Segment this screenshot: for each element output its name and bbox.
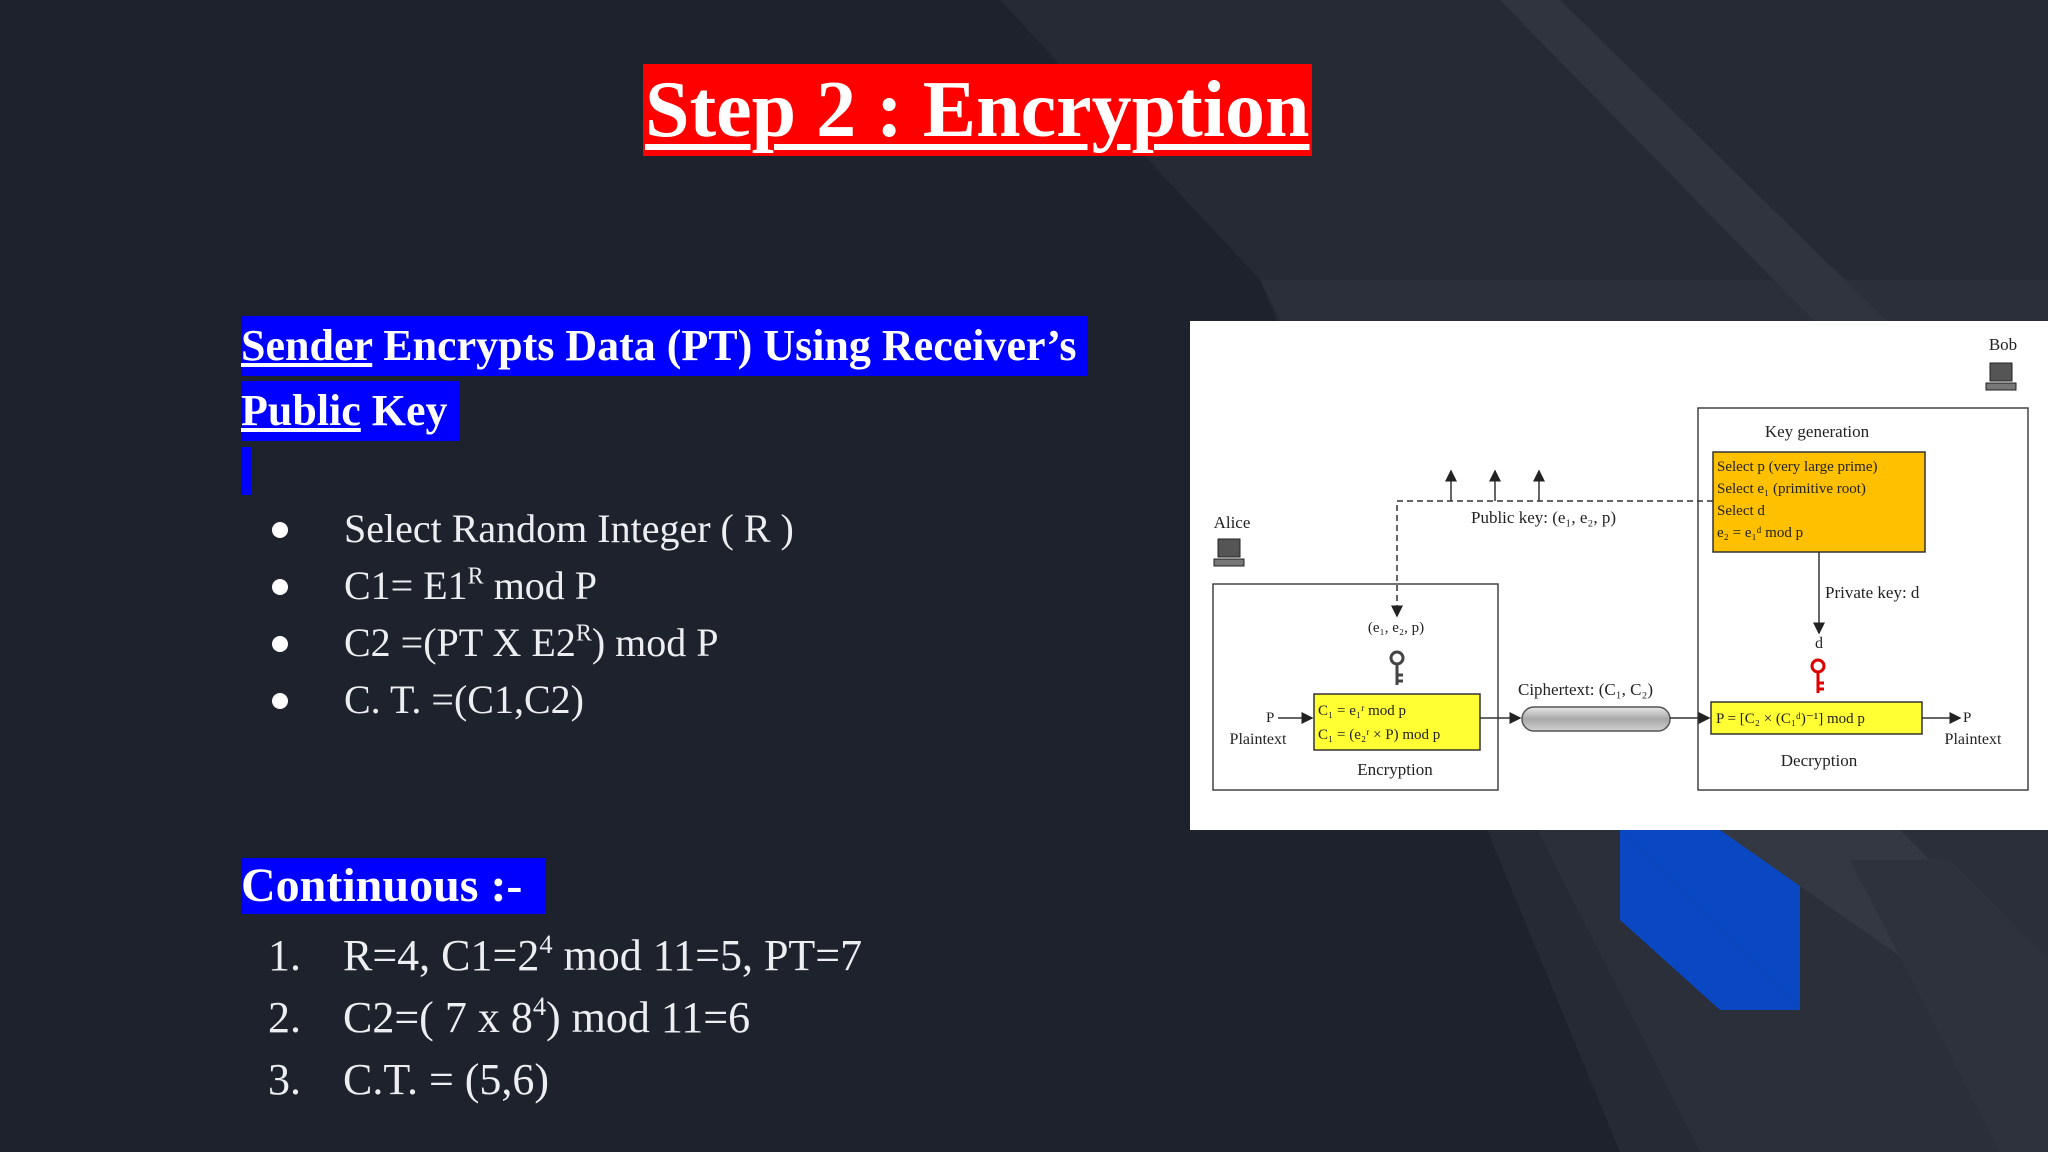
step-number: 1. <box>268 931 301 980</box>
encryption-label: Encryption <box>1357 760 1433 779</box>
public-key-label: Public key: (e₁, e₂, p) <box>1471 508 1616 527</box>
p-left: P <box>1266 710 1274 726</box>
step-text: R=4, C1=24 mod 11=5, PT=7 <box>343 928 863 980</box>
encryption-formula-box <box>1313 693 1481 751</box>
bob-box <box>1697 407 2029 791</box>
heading-word-sender: Sender <box>241 321 373 370</box>
ciphertext-label: Ciphertext: (C₁, C₂) <box>1518 680 1653 699</box>
page-title: Step 2 : Encryption <box>643 64 1312 156</box>
plaintext-left: Plaintext <box>1230 731 1287 748</box>
kg-line: Select d <box>1717 503 1765 519</box>
alice-label: Alice <box>1214 513 1251 532</box>
p-right: P <box>1963 710 1971 726</box>
continuous-label: Continuous :- <box>241 858 547 914</box>
e-params-label: (e₁, e₂, p) <box>1368 620 1424 636</box>
computer-icon <box>1985 362 2017 391</box>
kg-line: Select p (very large prime) <box>1717 459 1878 475</box>
kg-line: Select e₁ (primitive root) <box>1717 481 1866 497</box>
text-cursor-bar <box>241 447 251 495</box>
kg-line: e₂ = e₁ᵈ mod p <box>1717 525 1803 541</box>
bullet-text: Select Random Integer ( R ) <box>344 506 794 551</box>
heading-line-2: Public Key <box>241 381 472 441</box>
ciphertext-channel <box>1521 706 1671 732</box>
bullet-dot-icon <box>272 636 288 652</box>
dec-formula: P = [C₂ × (C₁ᵈ)⁻¹] mod p <box>1716 711 1865 727</box>
plaintext-right: Plaintext <box>1945 731 2002 748</box>
bullet-text: C2 =(PT X E2R) mod P <box>344 620 719 665</box>
key-generation-label: Key generation <box>1765 422 1870 441</box>
computer-icon <box>1213 538 1245 567</box>
heading-word-public: Public <box>241 386 361 435</box>
step-text: C.T. = (5,6) <box>343 1055 550 1104</box>
key-generation-box <box>1712 451 1926 553</box>
private-key-label: Private key: d <box>1825 583 1920 602</box>
step-number: 3. <box>268 1055 301 1104</box>
key-icon <box>1810 658 1826 693</box>
bullet-dot-icon <box>272 693 288 709</box>
enc-line: C₁ = (e₂ʳ × P) mod p <box>1318 727 1440 743</box>
heading-line-1-rest: Encrypts Data (PT) Using Receiver’s <box>372 321 1077 370</box>
bullet-text: C1= E1R mod P <box>344 563 598 608</box>
blue-accent-shape <box>1620 830 1800 1010</box>
key-icon <box>1389 650 1405 685</box>
d-label: d <box>1815 635 1823 652</box>
heading-line-1: Sender Encrypts Data (PT) Using Receiver… <box>241 316 1100 376</box>
bullet-dot-icon <box>272 579 288 595</box>
bullet-dot-icon <box>272 522 288 538</box>
elgamal-diagram: Bob Alice Key generation Select p (very … <box>1190 321 2048 830</box>
decryption-formula-box <box>1710 701 1923 735</box>
decryption-label: Decryption <box>1781 751 1858 770</box>
enc-line: C₁ = e₁ʳ mod p <box>1318 703 1406 719</box>
heading-line-2-rest: Key <box>360 386 448 435</box>
public-key-path <box>1391 500 1713 618</box>
bob-label: Bob <box>1989 335 2017 354</box>
alice-box <box>1212 583 1499 791</box>
step-text: C2=( 7 x 84) mod 11=6 <box>343 990 751 1042</box>
bullet-text: C. T. =(C1,C2) <box>344 677 584 722</box>
step-number: 2. <box>268 993 301 1042</box>
